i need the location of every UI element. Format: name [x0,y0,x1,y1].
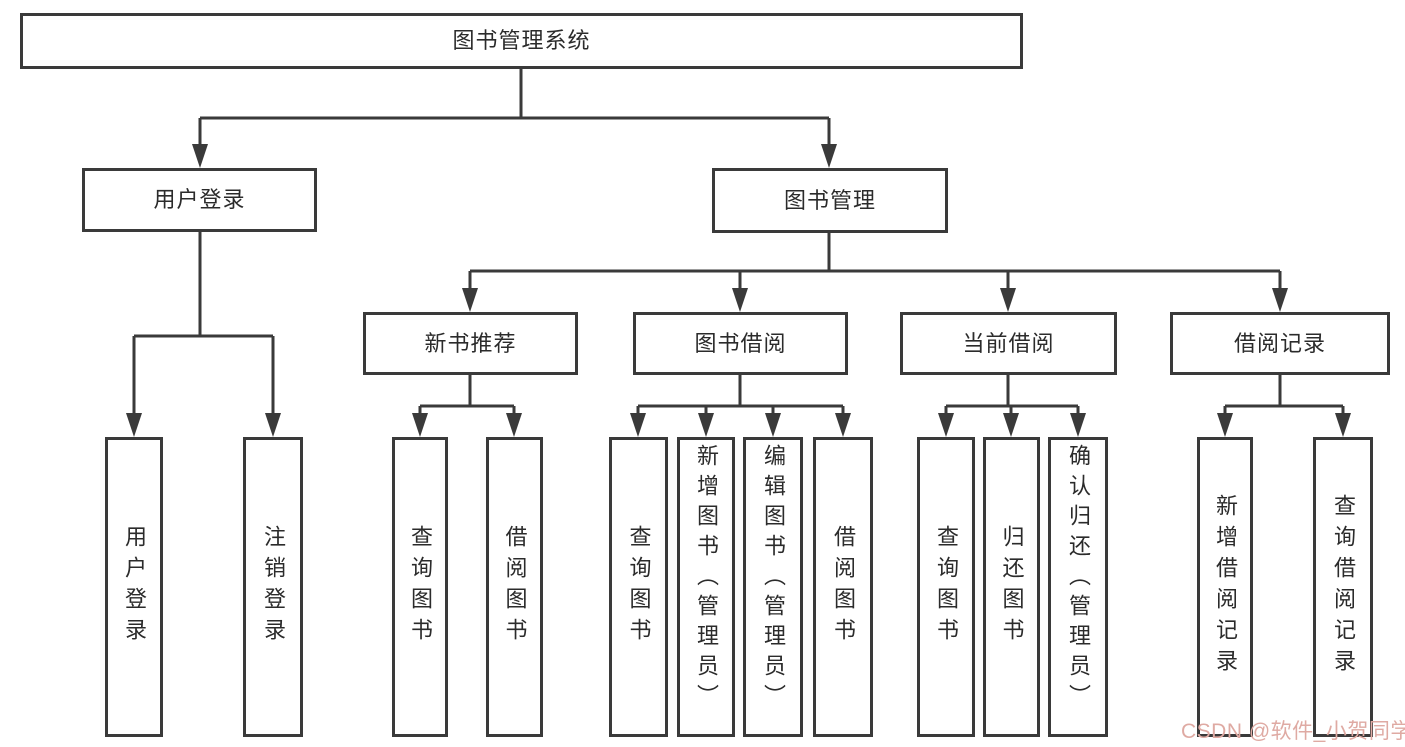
node-current-query-books: 查询图书 [917,437,975,737]
node-recommend-borrow-books: 借阅图书 [486,437,543,737]
node-edit-books-admin-label: 编辑图书（管理员） [761,444,786,714]
node-book-management: 图书管理 [712,168,948,233]
node-return-books-label: 归还图书 [999,525,1025,649]
node-new-book-recommend: 新书推荐 [363,312,578,375]
connector-borrow-records-to-children [1217,375,1351,437]
node-current-borrow-label: 当前借阅 [962,330,1055,356]
node-confirm-return-admin-label: 确认归还（管理员） [1066,444,1091,714]
node-user-login-leaf-label: 用户登录 [122,525,147,649]
node-confirm-return-admin: 确认归还（管理员） [1048,437,1108,737]
node-borrow-query-books: 查询图书 [609,437,668,737]
node-root-label: 图书管理系统 [452,28,591,53]
node-edit-books-admin: 编辑图书（管理员） [743,437,803,737]
node-return-books: 归还图书 [983,437,1040,737]
node-add-borrow-record-label: 新增借阅记录 [1213,494,1238,680]
connector-current-borrow-to-children [938,375,1086,437]
node-query-borrow-record-label: 查询借阅记录 [1331,494,1356,680]
node-recommend-borrow-books-label: 借阅图书 [502,525,528,649]
node-borrow-records: 借阅记录 [1170,312,1390,375]
node-borrow-query-books-label: 查询图书 [626,525,652,649]
node-logout-leaf: 注销登录 [243,437,303,737]
connector-book-borrow-to-children [630,375,851,437]
node-recommend-query-books-label: 查询图书 [408,525,433,649]
node-logout-leaf-label: 注销登录 [261,525,286,649]
csdn-watermark: CSDN @软件_小贺同学 [1181,720,1405,743]
node-add-borrow-record: 新增借阅记录 [1197,437,1253,737]
node-recommend-query-books: 查询图书 [392,437,448,737]
node-root: 图书管理系统 [20,13,1023,69]
node-add-books-admin-label: 新增图书（管理员） [694,444,719,714]
node-current-borrow: 当前借阅 [900,312,1117,375]
node-book-borrow-label: 图书借阅 [694,330,787,356]
node-query-borrow-record: 查询借阅记录 [1313,437,1373,737]
node-user-login-label: 用户登录 [153,187,246,212]
node-borrow-books-leaf: 借阅图书 [813,437,873,737]
node-user-login-leaf: 用户登录 [105,437,163,737]
node-book-borrow: 图书借阅 [633,312,848,375]
connector-book-management-to-level2 [462,233,1288,312]
node-borrow-records-label: 借阅记录 [1233,330,1326,356]
node-borrow-books-leaf-label: 借阅图书 [831,525,856,649]
node-new-book-recommend-label: 新书推荐 [424,330,517,356]
node-user-login: 用户登录 [82,168,317,232]
connector-root-to-level1 [192,69,837,168]
node-current-query-books-label: 查询图书 [934,525,959,649]
node-add-books-admin: 新增图书（管理员） [677,437,735,737]
node-book-management-label: 图书管理 [783,187,876,213]
connector-user-login-to-children [126,232,281,437]
connector-new-book-recommend-to-children [412,375,522,437]
